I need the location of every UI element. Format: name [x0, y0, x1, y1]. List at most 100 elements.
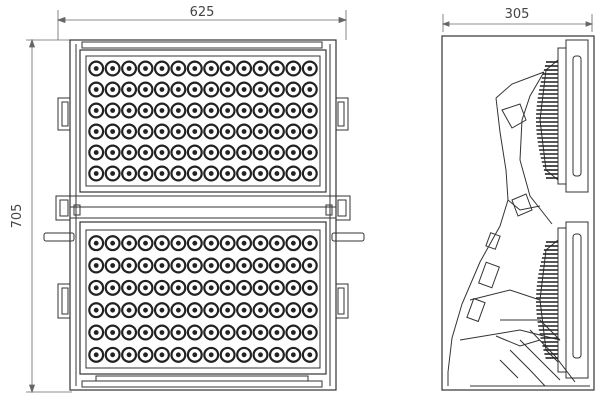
led-emitter-center: [208, 171, 214, 176]
led-emitter-center: [110, 330, 116, 335]
led-emitter-center: [126, 307, 132, 313]
led-emitter-center: [258, 129, 263, 134]
led-emitter-center: [192, 87, 198, 92]
mounting-arm: [447, 71, 553, 386]
led-emitter-center: [110, 240, 116, 246]
led-emitter-center: [143, 66, 148, 71]
led-emitter-center: [274, 240, 280, 246]
led-emitter-center: [258, 150, 263, 155]
depth-dimension-label: 305: [505, 7, 530, 22]
lower-led-array: [88, 235, 318, 363]
led-emitter-center: [290, 352, 296, 358]
led-emitter-center: [192, 263, 198, 268]
led-emitter-center: [93, 129, 99, 134]
led-emitter-center: [225, 87, 231, 92]
led-emitter-center: [225, 240, 231, 246]
led-emitter-center: [175, 330, 181, 335]
led-emitter-center: [258, 352, 263, 358]
width-dimension-label: 625: [190, 5, 215, 20]
led-emitter-center: [159, 66, 165, 71]
led-emitter-center: [290, 66, 296, 71]
led-emitter-center: [225, 352, 231, 358]
led-emitter-center: [110, 263, 116, 268]
led-emitter-center: [307, 330, 313, 335]
led-emitter-center: [241, 307, 247, 313]
led-emitter-center: [93, 87, 99, 92]
led-emitter-center: [307, 129, 313, 134]
lower-led-panel: [79, 221, 327, 375]
led-emitter-center: [192, 330, 198, 335]
led-emitter-center: [307, 108, 313, 113]
led-emitter-center: [208, 307, 214, 313]
led-emitter-center: [290, 307, 296, 313]
led-emitter-center: [143, 129, 148, 134]
led-emitter-center: [274, 171, 280, 176]
led-emitter-center: [225, 66, 231, 71]
led-emitter-center: [159, 307, 165, 313]
led-emitter-center: [143, 263, 148, 268]
led-emitter-center: [307, 240, 313, 246]
led-emitter-center: [126, 330, 132, 335]
led-emitter-center: [93, 307, 99, 313]
led-emitter-center: [159, 240, 165, 246]
led-emitter-center: [110, 307, 116, 313]
led-emitter-center: [208, 87, 214, 92]
led-emitter-center: [143, 87, 148, 92]
led-emitter-center: [192, 285, 198, 291]
front-view: [43, 39, 365, 391]
height-dimension-label: 705: [10, 204, 25, 229]
led-emitter-center: [225, 129, 231, 134]
led-emitter-center: [143, 352, 148, 358]
led-emitter-center: [290, 285, 296, 291]
led-emitter-center: [258, 285, 263, 291]
led-emitter-center: [192, 150, 198, 155]
led-emitter-center: [258, 263, 263, 268]
dimension-height: [26, 38, 72, 394]
led-emitter-center: [208, 330, 214, 335]
led-emitter-center: [126, 171, 132, 176]
led-emitter-center: [225, 285, 231, 291]
led-emitter-center: [258, 307, 263, 313]
led-emitter-center: [241, 263, 247, 268]
led-emitter-center: [258, 240, 263, 246]
led-emitter-center: [126, 108, 132, 113]
led-emitter-center: [93, 66, 99, 71]
led-emitter-center: [126, 285, 132, 291]
led-emitter-center: [175, 108, 181, 113]
led-emitter-center: [126, 150, 132, 155]
led-emitter-center: [93, 285, 99, 291]
led-emitter-center: [241, 171, 247, 176]
led-emitter-center: [143, 330, 148, 335]
led-emitter-center: [208, 129, 214, 134]
led-emitter-center: [159, 171, 165, 176]
led-emitter-center: [307, 66, 313, 71]
led-emitter-center: [110, 66, 116, 71]
led-emitter-center: [143, 171, 148, 176]
led-emitter-center: [258, 66, 263, 71]
led-emitter-center: [175, 66, 181, 71]
led-emitter-center: [274, 307, 280, 313]
led-emitter-center: [192, 352, 198, 358]
led-emitter-center: [143, 285, 148, 291]
led-emitter-center: [93, 330, 99, 335]
led-emitter-center: [159, 108, 165, 113]
led-emitter-center: [192, 66, 198, 71]
led-emitter-center: [307, 263, 313, 268]
led-emitter-center: [225, 263, 231, 268]
heatsink-fins: [536, 61, 558, 359]
led-emitter-center: [110, 129, 116, 134]
led-emitter-center: [241, 330, 247, 335]
led-emitter-center: [274, 66, 280, 71]
led-emitter-center: [241, 108, 247, 113]
led-emitter-center: [110, 108, 116, 113]
led-emitter-center: [258, 330, 263, 335]
led-emitter-center: [93, 240, 99, 246]
led-emitter-center: [290, 87, 296, 92]
led-emitter-center: [175, 285, 181, 291]
led-emitter-center: [258, 108, 263, 113]
led-emitter-center: [192, 307, 198, 313]
led-emitter-center: [126, 263, 132, 268]
led-emitter-center: [110, 285, 116, 291]
led-emitter-center: [241, 66, 247, 71]
